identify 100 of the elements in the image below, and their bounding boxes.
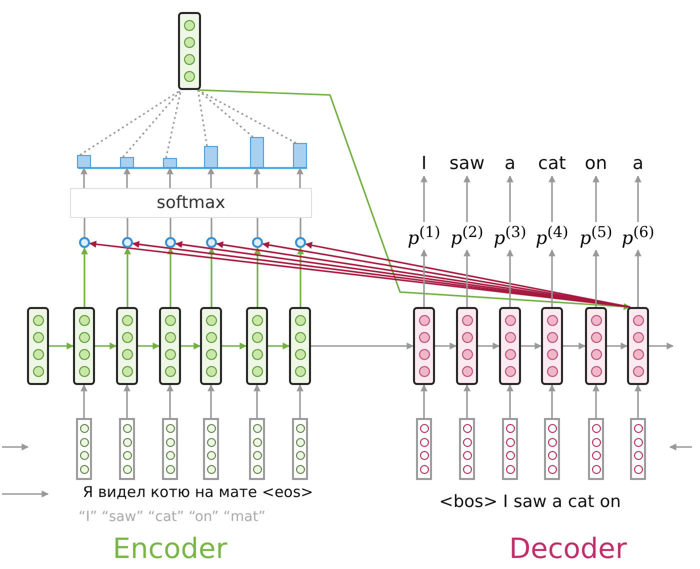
word-embedding-vector	[630, 418, 646, 480]
attention-score-circle	[206, 237, 217, 248]
attention-weight-bar	[77, 155, 91, 168]
decoder-state-vector	[585, 307, 607, 385]
decoder-state-vector	[499, 307, 521, 385]
arrow	[297, 247, 304, 307]
arrow	[592, 175, 600, 222]
attention-weight-bar	[204, 146, 218, 168]
line	[126, 218, 128, 237]
arrow	[420, 249, 428, 307]
encoder-state-vector	[27, 307, 49, 385]
arrow	[166, 384, 174, 418]
arrow	[592, 249, 600, 307]
word-embedding-vector	[162, 418, 178, 480]
line	[300, 218, 302, 237]
arrow	[607, 342, 628, 350]
gloss-text: “I” “saw” “cat” “on” “mat”	[78, 509, 266, 525]
arrow	[81, 247, 88, 307]
dotted-line	[80, 89, 182, 156]
attention-weight-bar	[163, 158, 177, 168]
context-vector	[178, 12, 201, 90]
attention-score-circle	[252, 237, 263, 248]
encoder-state-vector	[200, 307, 222, 385]
dotted-line	[122, 89, 182, 158]
arrow	[198, 89, 631, 310]
word-embedding-vector	[119, 418, 135, 480]
decoder-input-text: <bos> I saw a cat on	[439, 492, 621, 512]
arrow	[548, 384, 556, 418]
word-embedding-vector	[76, 418, 92, 480]
arrow	[634, 384, 642, 418]
arrow	[634, 175, 642, 222]
source-sentence: Я видел котю на мате <eos>	[82, 483, 314, 501]
encoder-state-vector	[73, 307, 95, 385]
arrow	[506, 249, 514, 307]
attention-score-circle	[122, 237, 133, 248]
arrow	[208, 167, 214, 188]
word-embedding-vector	[588, 418, 604, 480]
arrow	[548, 175, 556, 222]
arrow	[124, 247, 131, 307]
arrow	[478, 342, 500, 350]
line	[170, 218, 172, 237]
arrow	[506, 175, 514, 222]
arrow	[80, 384, 88, 418]
attention-score-circle	[79, 237, 90, 248]
line	[84, 218, 86, 237]
arrow	[464, 384, 470, 418]
word-embedding-vector	[416, 418, 432, 480]
word-embedding-vector	[459, 418, 475, 480]
arrow	[80, 167, 88, 188]
dotted-line	[197, 90, 208, 146]
arrow	[268, 342, 290, 350]
word-embedding-vector	[249, 418, 265, 480]
encoder-title: Encoder	[112, 532, 228, 565]
arrow	[506, 384, 514, 418]
line	[256, 218, 258, 237]
arrow	[563, 342, 586, 350]
attention-weight-bar	[250, 137, 264, 168]
word-embedding-vector	[292, 418, 308, 480]
arrow	[138, 342, 160, 350]
arrow	[124, 167, 130, 188]
attention-weight-bar	[120, 157, 134, 168]
dotted-line	[198, 89, 296, 144]
arrow	[649, 342, 674, 350]
arrow	[634, 249, 642, 307]
arrow	[464, 175, 470, 222]
dotted-line	[197, 89, 254, 138]
encoder-state-vector	[289, 307, 311, 385]
decoder-state-vector	[413, 307, 435, 385]
decoder-state-vector	[541, 307, 563, 385]
arrow	[181, 342, 201, 350]
arrow	[521, 342, 542, 350]
arrow	[95, 342, 117, 350]
arrow	[222, 342, 247, 350]
word-embedding-vector	[502, 418, 518, 480]
arrow	[311, 342, 414, 350]
decoder-state-vector	[627, 307, 649, 385]
attention-score-circle	[295, 237, 306, 248]
arrow	[420, 384, 428, 418]
attention-score-circle	[165, 237, 176, 248]
arrow	[124, 384, 130, 418]
word-embedding-vector	[544, 418, 560, 480]
encoder-state-vector	[116, 307, 138, 385]
decoder-title: Decoder	[509, 532, 627, 565]
arrow	[166, 167, 174, 188]
encoder-state-vector	[159, 307, 181, 385]
arrow	[208, 247, 215, 307]
encoder-state-vector	[246, 307, 268, 385]
word-embedding-vector	[203, 418, 219, 480]
arrow	[167, 247, 174, 307]
arrow	[49, 342, 74, 350]
arrow	[464, 249, 470, 307]
arrow	[435, 342, 457, 350]
arrow	[254, 247, 261, 307]
softmax-box: softmax	[70, 188, 312, 218]
arrow	[296, 167, 304, 188]
arrow	[592, 384, 600, 418]
dotted-line	[165, 90, 182, 158]
arrow	[254, 167, 260, 188]
arrow	[296, 384, 304, 418]
arrow	[548, 249, 556, 307]
